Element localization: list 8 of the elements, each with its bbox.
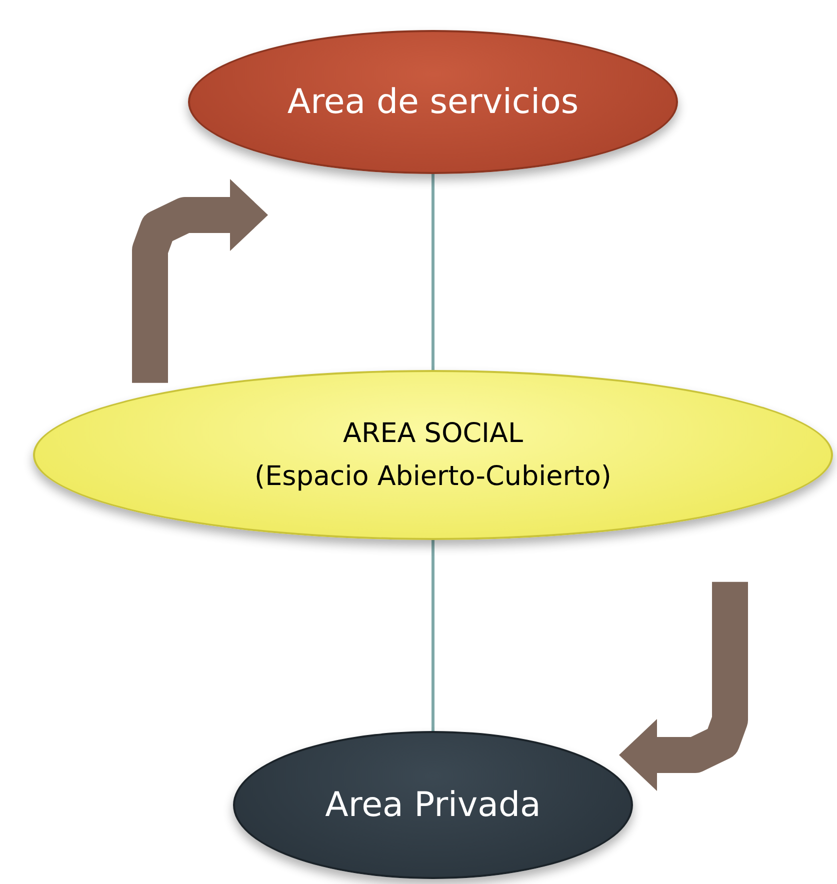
node-subtitle: (Espacio Abierto-Cubierto) (254, 461, 612, 492)
connector-line (432, 174, 434, 370)
node-title: Area Privada (325, 785, 541, 825)
connector-line (432, 540, 434, 731)
node-title: AREA SOCIAL (342, 418, 524, 449)
node-title: Area de servicios (287, 82, 579, 122)
bent-arrow (132, 179, 268, 383)
bent-arrow (619, 582, 748, 791)
